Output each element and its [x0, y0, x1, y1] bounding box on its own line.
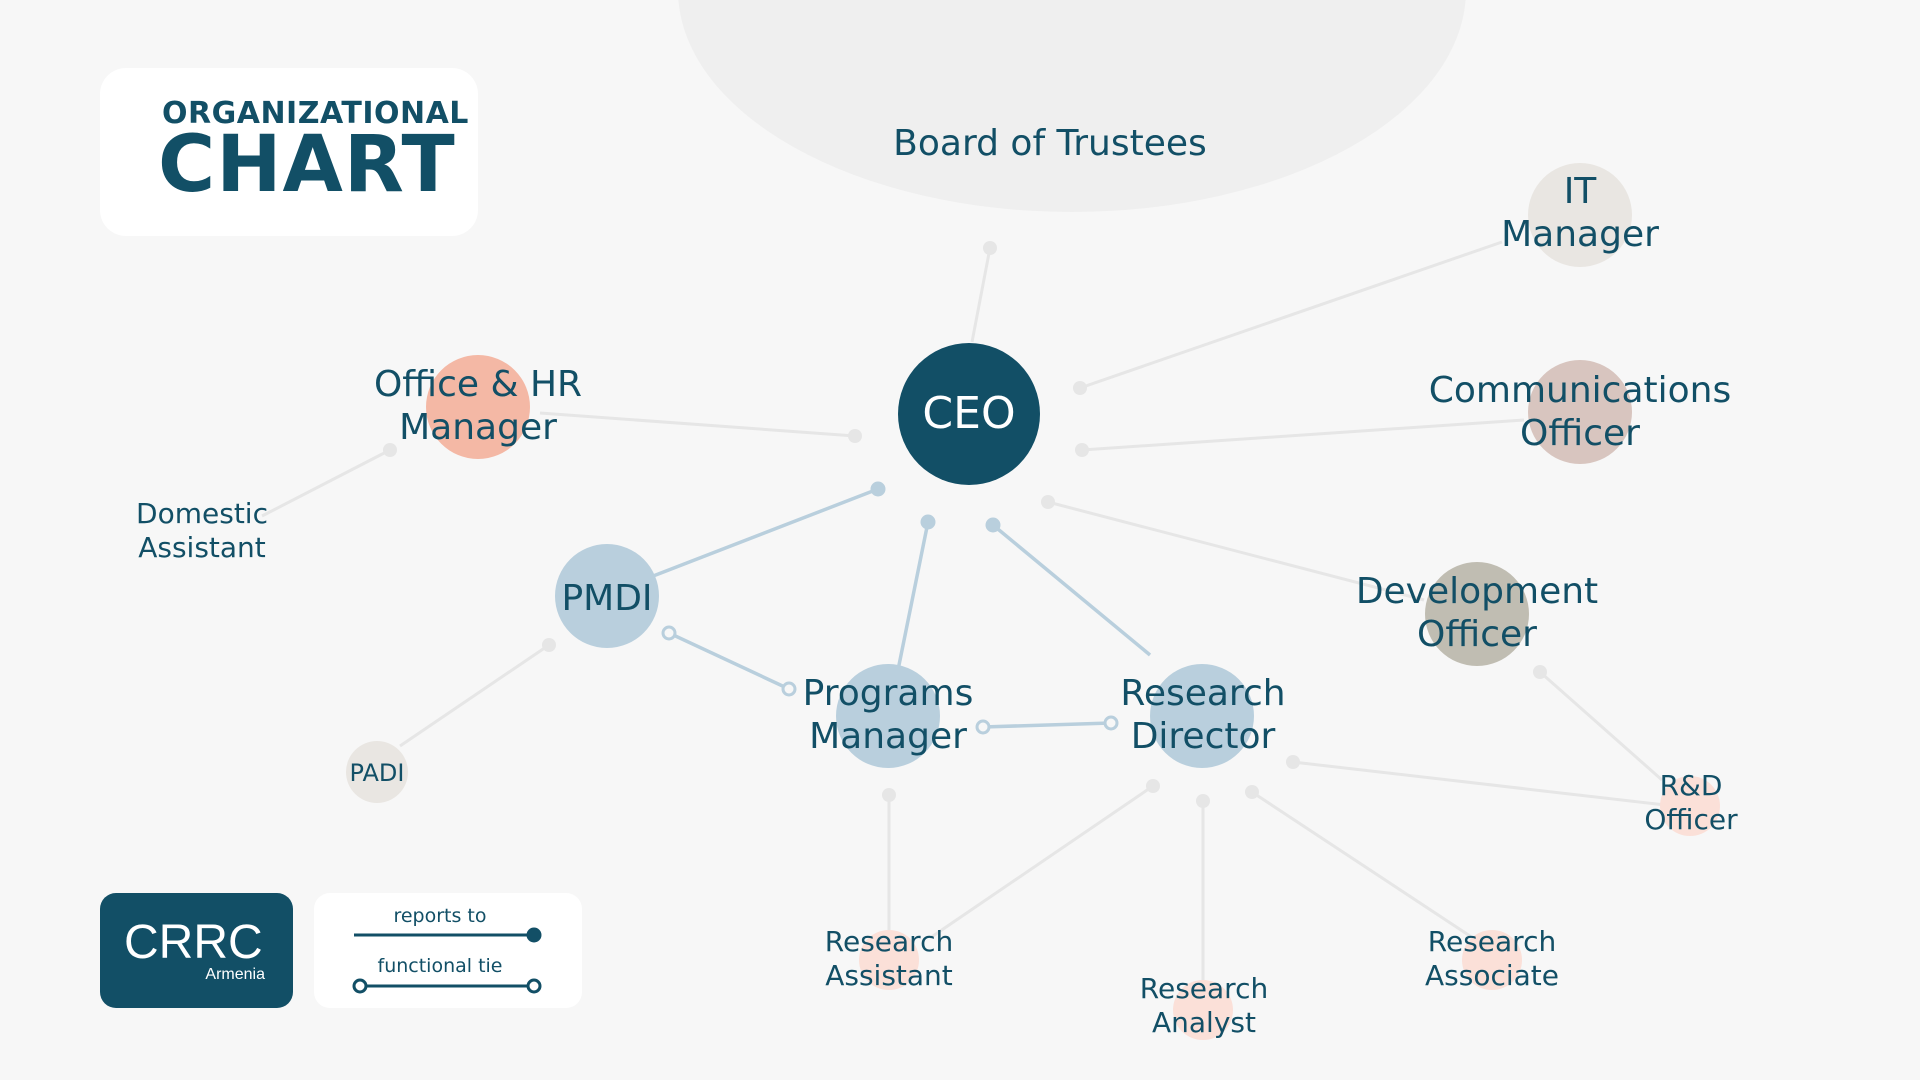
legend: reports to functional tie: [314, 893, 582, 1008]
it-label-line2: Manager: [1501, 214, 1659, 255]
rd-label-line1: R&D: [1660, 769, 1723, 802]
node-programs-circle: [836, 664, 940, 768]
functional-ties: [668, 631, 1112, 729]
connectors-gray: [261, 240, 1666, 985]
connector-director-associate: [1251, 790, 1471, 938]
crrc-logo: CRRC Armenia: [100, 893, 293, 1008]
connector-development-rd: [1539, 670, 1663, 782]
padi-label: PADI: [350, 759, 405, 787]
it-label-line1: IT: [1564, 171, 1598, 212]
node-research-analyst-circle: [1173, 980, 1233, 1040]
research-analyst-label-line2: Analyst: [1152, 1006, 1256, 1039]
node-research-associate-circle: [1462, 930, 1522, 990]
logo-main-text: CRRC: [124, 916, 263, 969]
legend-reports-to-label: reports to: [393, 905, 487, 927]
connector-ceo-communications: [1081, 418, 1525, 452]
board-label: Board of Trustees: [893, 123, 1207, 164]
connector-ceo-director: [991, 523, 1152, 657]
officehr-label-line1: Office & HR: [374, 364, 582, 405]
pmdi-label: PMDI: [561, 578, 652, 619]
node-padi-circle: [346, 741, 408, 803]
legend-reports-to-line: [352, 927, 542, 994]
director-label-line1: Research: [1120, 673, 1285, 714]
node-director-circle: [1150, 664, 1254, 768]
connector-dots-blue: [870, 481, 1001, 533]
board-background: [678, 0, 1466, 212]
officehr-label-line2: Manager: [399, 407, 557, 448]
connector-director-assistant: [929, 784, 1154, 940]
node-rd-circle: [1660, 776, 1720, 836]
research-associate-label-line1: Research: [1428, 925, 1556, 958]
rd-label-line2: Officer: [1644, 803, 1738, 836]
tie-pmdi-programs: [668, 631, 790, 691]
director-label-line2: Director: [1131, 716, 1276, 757]
connector-director-rd: [1292, 760, 1666, 807]
title-line2: CHART: [158, 120, 456, 210]
legend-functional-tie-label: functional tie: [377, 955, 503, 977]
connector-ceo-it: [1079, 240, 1503, 390]
connector-ceo-development: [1047, 500, 1425, 602]
ceo-label: CEO: [922, 388, 1015, 439]
connector-pmdi-padi: [399, 643, 550, 748]
node-development-circle: [1425, 562, 1529, 666]
domestic-label-line1: Domestic: [136, 497, 268, 530]
programs-label-line1: Programs: [803, 673, 974, 714]
communications-label-line2: Officer: [1520, 413, 1640, 454]
connectors-blue: [647, 487, 1152, 671]
connector-ceo-officehr: [539, 411, 856, 438]
node-research-assistant-circle: [859, 930, 919, 990]
programs-label-line2: Manager: [809, 716, 967, 757]
node-pmdi-circle: [555, 544, 659, 648]
connector-ceo-board: [970, 247, 992, 343]
node-it-circle: [1528, 163, 1632, 267]
communications-label-line1: Communications: [1429, 370, 1732, 411]
development-label-line2: Officer: [1417, 614, 1537, 655]
title-line1: ORGANIZATIONAL: [162, 96, 469, 131]
node-officehr-circle: [426, 355, 530, 459]
tie-endpoints: [661, 625, 1119, 735]
node-ceo-circle: [898, 343, 1040, 485]
node-communications-circle: [1528, 360, 1632, 464]
research-associate-label-line2: Associate: [1425, 959, 1559, 992]
logo-sub-text: Armenia: [205, 966, 265, 983]
research-assistant-label-line2: Assistant: [825, 959, 953, 992]
research-analyst-label-line1: Research: [1140, 972, 1268, 1005]
title-card: ORGANIZATIONAL CHART: [100, 68, 478, 236]
tie-programs-director: [982, 721, 1112, 729]
connector-ceo-programs: [896, 521, 930, 671]
connector-dots-gray: [383, 241, 1547, 808]
connector-officehr-domestic: [261, 448, 391, 518]
research-assistant-label-line1: Research: [825, 925, 953, 958]
development-label-line1: Development: [1356, 571, 1598, 612]
domestic-label-line2: Assistant: [138, 531, 266, 564]
connector-ceo-pmdi: [647, 487, 879, 580]
